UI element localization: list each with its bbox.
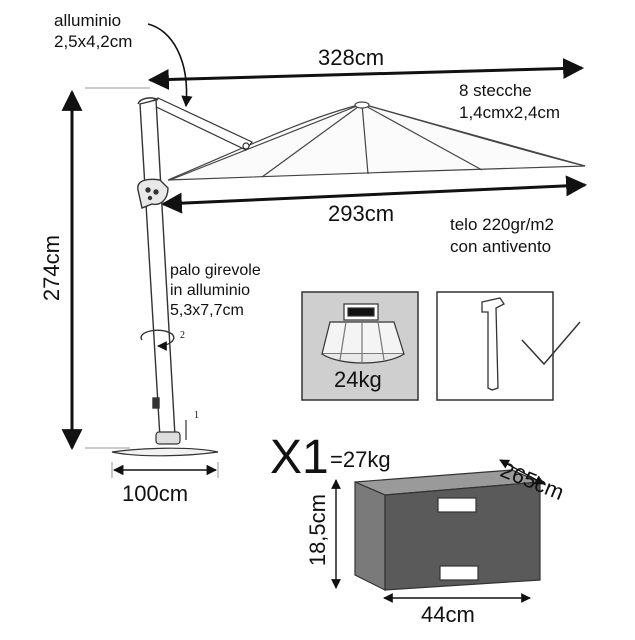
pole-section-label: 5,3x7,7cm (170, 302, 244, 319)
checkmark-icon (521, 321, 581, 366)
pole (137, 97, 176, 439)
umbrella-base (111, 420, 219, 457)
bottom-width-arrow (160, 175, 588, 214)
frame-material-label: alluminio (54, 11, 122, 30)
guide-lines (85, 87, 219, 478)
height-label: 274cm (38, 235, 64, 302)
package-box-front (384, 481, 541, 591)
ribs-section-label: 1,4cmx2,4cm (459, 103, 561, 122)
rotation-arrow (140, 329, 175, 351)
top-width-label: 328cm (318, 45, 385, 70)
weight-base-icon (321, 303, 405, 364)
fabric-feature-label: con antivento (450, 237, 552, 256)
rotate-marker: 2 (180, 330, 185, 341)
package-length-arrow (499, 459, 545, 485)
dimension-arrows (61, 58, 588, 451)
step-marker: 1 (194, 410, 199, 421)
frame-pointer-arrow (147, 23, 193, 108)
frame-section-label: 2,5x4,2cm (54, 32, 133, 51)
allen-key-icon (481, 297, 505, 391)
top-width-arrow (147, 58, 585, 90)
bottom-width-label: 293cm (328, 201, 395, 226)
base-weight-label: 24kg (334, 367, 382, 392)
package-weight-label: =27kg (330, 447, 391, 472)
package-height-label: 18,5cm (304, 494, 330, 567)
pole-label-line1: palo girevole (170, 262, 261, 279)
package-width-label: 44cm (421, 602, 475, 627)
package-quantity-label: X1 (270, 431, 329, 484)
package-box-left (354, 481, 386, 591)
pole-label-line2: in alluminio (170, 282, 251, 299)
frame-arm (146, 97, 253, 151)
base-width-label: 100cm (122, 481, 189, 506)
ribs-count-label: 8 stecche (459, 81, 532, 100)
umbrella-canopy (167, 101, 586, 181)
fabric-weight-label: telo 220gr/m2 (450, 215, 554, 234)
package-box (354, 469, 541, 591)
